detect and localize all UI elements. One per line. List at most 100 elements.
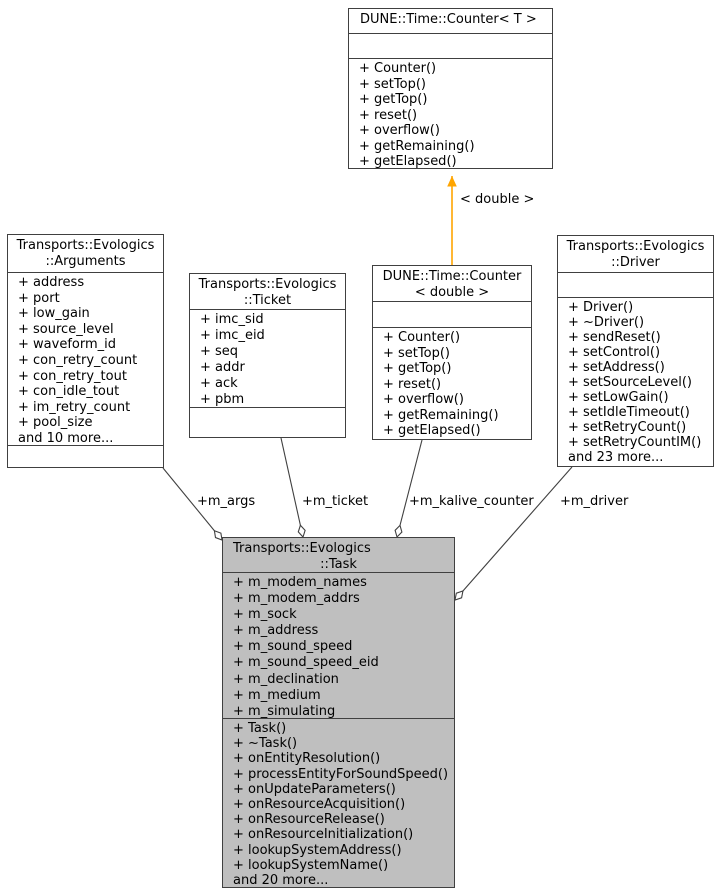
edge-label-m-kalive-counter: +m_kalive_counter (409, 494, 534, 509)
member-line: + imc_eid (200, 328, 265, 344)
class-title-line: Transports::Evologics (198, 277, 337, 292)
class-title-line: Transports::Evologics (16, 238, 155, 253)
edge-label-m-ticket: +m_ticket (302, 494, 369, 509)
member-line: + lookupSystemName() (233, 857, 389, 873)
member-line: + m_sound_speed (233, 639, 353, 655)
member-line: + onResourceAcquisition() (233, 797, 406, 813)
member-line: + waveform_id (18, 337, 116, 353)
class-title-line: ::Arguments (45, 254, 126, 269)
class-node-task[interactable]: Transports::Evologics ::Task + m_modem_n… (222, 537, 455, 888)
member-line: + setSourceLevel() (568, 375, 693, 390)
methods-section: + Counter()+ setTop()+ getTop()+ reset()… (373, 328, 531, 439)
class-title: Transports::Evologics ::Task (223, 538, 454, 573)
member-line: + sendReset() (568, 330, 661, 345)
aggregation-edge-m-ticket (280, 437, 303, 537)
member-line: + ack (200, 376, 238, 392)
class-title-line: Transports::Evologics (566, 239, 705, 254)
member-line: + lookupSystemAddress() (233, 842, 402, 858)
member-line: + m_medium (233, 687, 321, 703)
member-line: + onEntityResolution() (233, 751, 381, 767)
methods-section: + Counter()+ setTop()+ getTop()+ reset()… (349, 59, 552, 168)
member-line: + onResourceRelease() (233, 812, 385, 828)
member-line: and 10 more... (18, 430, 114, 446)
member-line: + getTop() (383, 361, 452, 376)
methods-section (8, 446, 163, 467)
class-title: DUNE::Time::Counter< T > (349, 9, 552, 34)
member-line: + port (18, 290, 60, 306)
member-line: + onUpdateParameters() (233, 781, 396, 797)
edge-label-m-driver: +m_driver (560, 494, 629, 509)
member-line: + im_retry_count (18, 399, 131, 415)
aggregation-edge-m-driver (455, 466, 573, 600)
class-title: Transports::Evologics ::Ticket (190, 274, 345, 310)
member-line: + m_declination (233, 671, 339, 687)
member-line: + m_sound_speed_eid (233, 655, 379, 671)
member-line: + setTop() (383, 345, 450, 361)
class-node-arguments[interactable]: Transports::Evologics ::Arguments + addr… (7, 234, 164, 468)
member-line: + address (18, 275, 85, 290)
methods-section: + Task()+ ~Task()+ onEntityResolution()+… (223, 719, 454, 887)
member-line: + m_modem_addrs (233, 591, 360, 607)
methods-section: + Driver()+ ~Driver()+ sendReset()+ setC… (558, 298, 713, 466)
class-node-driver[interactable]: Transports::Evologics ::Driver + Driver(… (557, 235, 714, 467)
member-line: + setRetryCount() (568, 420, 687, 435)
attributes-section (558, 273, 713, 298)
member-line: + onResourceInitialization() (233, 827, 414, 843)
member-line: + Driver() (568, 300, 634, 315)
member-line: + getRemaining() (383, 407, 499, 423)
member-line: and 23 more... (568, 450, 664, 465)
class-title-line: < double > (414, 285, 490, 300)
attributes-section: + address+ port+ low_gain+ source_level+… (8, 273, 163, 446)
member-line: + ~Task() (233, 736, 298, 752)
member-line: + con_retry_count (18, 352, 138, 368)
member-line: + reset() (383, 376, 442, 392)
edge-label-template-double: < double > (460, 192, 535, 207)
attributes-section (349, 34, 552, 59)
member-line: + reset() (359, 107, 418, 123)
member-line: + setRetryCountIM() (568, 435, 702, 450)
member-line: + setControl() (568, 345, 661, 360)
attributes-section: + imc_sid+ imc_eid+ seq+ addr+ ack+ pbm (190, 310, 345, 408)
edge-label-m-args: +m_args (197, 494, 256, 509)
member-line: + seq (200, 344, 239, 360)
class-node-ticket[interactable]: Transports::Evologics ::Ticket + imc_sid… (189, 273, 346, 438)
member-line: + getRemaining() (359, 138, 475, 154)
member-line: + Task() (233, 721, 287, 736)
member-line: + getElapsed() (359, 154, 457, 168)
member-line: + source_level (18, 321, 114, 337)
class-title: Transports::Evologics ::Driver (558, 236, 713, 273)
class-title: Transports::Evologics ::Arguments (8, 235, 163, 273)
class-title-line: ::Task (320, 557, 357, 572)
class-title-line: ::Ticket (243, 293, 292, 308)
member-line: + con_idle_tout (18, 384, 120, 400)
class-title-line: Transports::Evologics (233, 541, 371, 556)
class-node-counter-double[interactable]: DUNE::Time::Counter < double > + Counter… (372, 265, 532, 440)
member-line: + m_address (233, 623, 319, 639)
methods-section (190, 408, 345, 437)
attributes-section: + m_modem_names+ m_modem_addrs+ m_sock+ … (223, 573, 454, 719)
member-line: and 20 more... (233, 873, 329, 887)
class-title: DUNE::Time::Counter < double > (373, 266, 531, 302)
member-line: + getTop() (359, 92, 428, 107)
member-line: + Counter() (359, 61, 437, 76)
member-line: + m_sock (233, 607, 297, 623)
member-line: + ~Driver() (568, 315, 645, 330)
member-line: + pool_size (18, 415, 93, 431)
class-title-line: DUNE::Time::Counter (382, 269, 522, 284)
class-node-counter-template[interactable]: DUNE::Time::Counter< T > + Counter()+ se… (348, 8, 553, 169)
aggregation-edge-m-kalive-counter (397, 439, 423, 537)
member-line: + m_modem_names (233, 575, 367, 590)
member-line: + getElapsed() (383, 423, 481, 438)
member-line: + processEntityForSoundSpeed() (233, 766, 449, 782)
member-line: + overflow() (359, 123, 440, 138)
member-line: + pbm (200, 392, 245, 408)
member-line: + imc_sid (200, 312, 264, 327)
member-line: + Counter() (383, 330, 461, 345)
member-line: + setLowGain() (568, 390, 669, 405)
class-title-line: ::Driver (611, 255, 660, 270)
member-line: + addr (200, 360, 245, 376)
member-line: + overflow() (383, 392, 464, 407)
member-line: + m_simulating (233, 703, 336, 719)
member-line: + low_gain (18, 306, 90, 322)
